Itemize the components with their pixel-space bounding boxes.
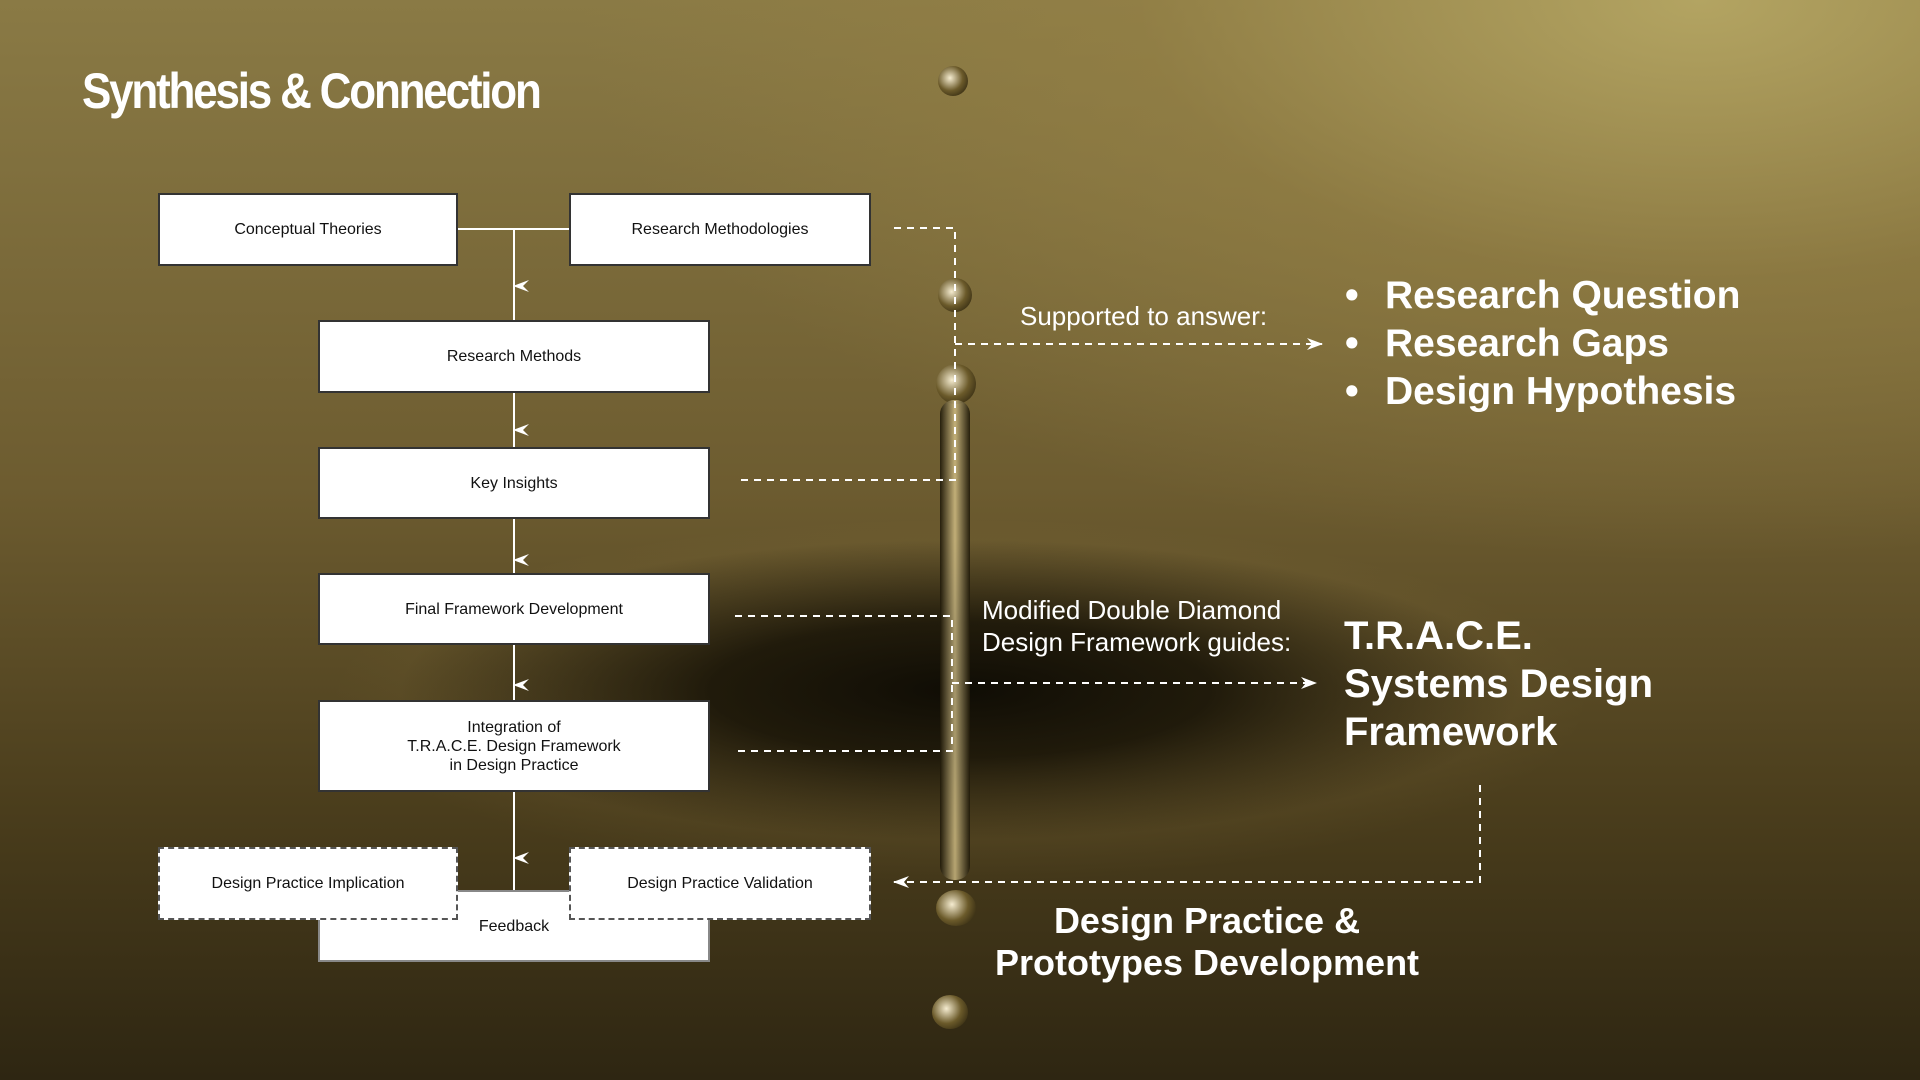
supported-label: Supported to answer: — [1020, 301, 1268, 331]
page-title: Synthesis & Connection — [82, 63, 542, 119]
prototypes-label: Design Practice & Prototypes Development — [957, 900, 1457, 984]
box-research-methods: Research Methods — [318, 320, 710, 393]
water-droplet — [932, 995, 968, 1029]
box-label: Research Methods — [446, 348, 582, 365]
water-droplet — [936, 890, 976, 926]
water-droplet — [936, 364, 976, 404]
box-label: Final Framework Development — [405, 600, 623, 618]
trace-line: T.R.A.C.E. — [1344, 614, 1533, 658]
guides-line: Modified Double Diamond — [982, 595, 1282, 625]
box-label: Design Practice Implication — [211, 875, 405, 892]
box-label: Key Insights — [470, 474, 558, 492]
box-final-framework: Final Framework Development — [318, 573, 710, 645]
dashed-bracket-research — [735, 227, 956, 481]
guides-label: Modified Double Diamond Design Framework… — [982, 594, 1291, 658]
water-droplet — [938, 66, 968, 96]
dashed-arrow-to-validation — [893, 785, 1481, 888]
dashed-bracket-framework — [735, 615, 953, 752]
prototypes-line: Design Practice & — [1053, 900, 1361, 941]
box-design-practice-implication: Design Practice Implication — [158, 847, 458, 920]
box-label: Conceptual Theories — [234, 221, 382, 238]
trace-line: Framework — [1344, 710, 1558, 754]
bullet-text: Research Question — [1385, 274, 1741, 317]
box-label: Design Practice Validation — [627, 875, 813, 892]
trace-line: Systems Design — [1344, 662, 1654, 706]
box-label: T.R.A.C.E. Design Framework — [407, 737, 621, 755]
box-research-methodologies: Research Methodologies — [569, 193, 871, 266]
box-label: in Design Practice — [449, 756, 579, 774]
water-droplet — [938, 278, 972, 312]
box-integration: Integration of T.R.A.C.E. Design Framewo… — [318, 700, 710, 792]
guides-line: Design Framework guides: — [982, 627, 1292, 657]
box-conceptual-theories: Conceptual Theories — [158, 193, 458, 266]
box-design-practice-validation: Design Practice Validation — [569, 847, 871, 920]
bullet-item: •Research Question — [1345, 274, 1741, 317]
research-bullets: •Research Question •Research Gaps •Desig… — [1345, 272, 1740, 416]
trace-framework-label: T.R.A.C.E. Systems Design Framework — [1344, 612, 1653, 756]
prototypes-line: Prototypes Development — [994, 942, 1420, 983]
bullet-item: •Research Gaps — [1345, 322, 1669, 365]
box-label: Feedback — [478, 917, 550, 935]
box-label: Integration of — [467, 718, 561, 736]
bullet-text: Research Gaps — [1385, 322, 1669, 365]
box-key-insights: Key Insights — [318, 447, 710, 519]
box-label: Research Methodologies — [631, 221, 809, 238]
bullet-text: Design Hypothesis — [1385, 370, 1737, 413]
bullet-item: •Design Hypothesis — [1345, 370, 1737, 413]
